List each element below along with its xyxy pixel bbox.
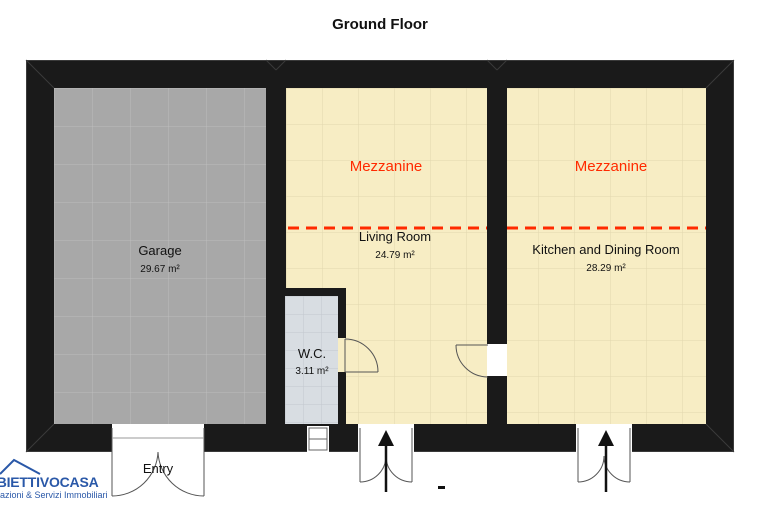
plan-title: Ground Floor — [332, 16, 428, 33]
plan-tick-mark — [438, 486, 445, 489]
living-mezzanine-label: Mezzanine — [350, 158, 423, 175]
garage-name: Garage — [138, 243, 181, 258]
interior-door-gap — [487, 344, 507, 376]
living-room-area: 24.79 m² — [375, 250, 415, 261]
kitchen-area: 28.29 m² — [586, 263, 626, 274]
entry-label: Entry — [143, 461, 174, 476]
garage-door-swing — [111, 428, 205, 497]
kitchen-entry-door — [577, 428, 631, 483]
living-room-name: Living Room — [359, 229, 431, 244]
wc-area: 3.11 m² — [295, 366, 329, 377]
wc-floor — [285, 296, 338, 424]
wc-door-swing — [344, 338, 379, 373]
wc-name: W.C. — [298, 346, 326, 361]
kitchen-entry-arrow-icon — [598, 430, 614, 492]
garage-floor — [54, 88, 266, 424]
interior-door-swing — [455, 344, 489, 378]
kitchen-mezzanine-label: Mezzanine — [575, 158, 648, 175]
garage-area: 29.67 m² — [140, 264, 180, 275]
brand-tagline: azioni & Servizi Immobiliari — [0, 490, 108, 500]
brand-roof-icon — [0, 458, 41, 475]
brand-logo: OBIETTIVOCASA — [0, 474, 99, 490]
living-entry-arrow-icon — [378, 430, 394, 492]
kitchen-floor — [507, 88, 706, 424]
kitchen-name: Kitchen and Dining Room — [532, 242, 679, 257]
